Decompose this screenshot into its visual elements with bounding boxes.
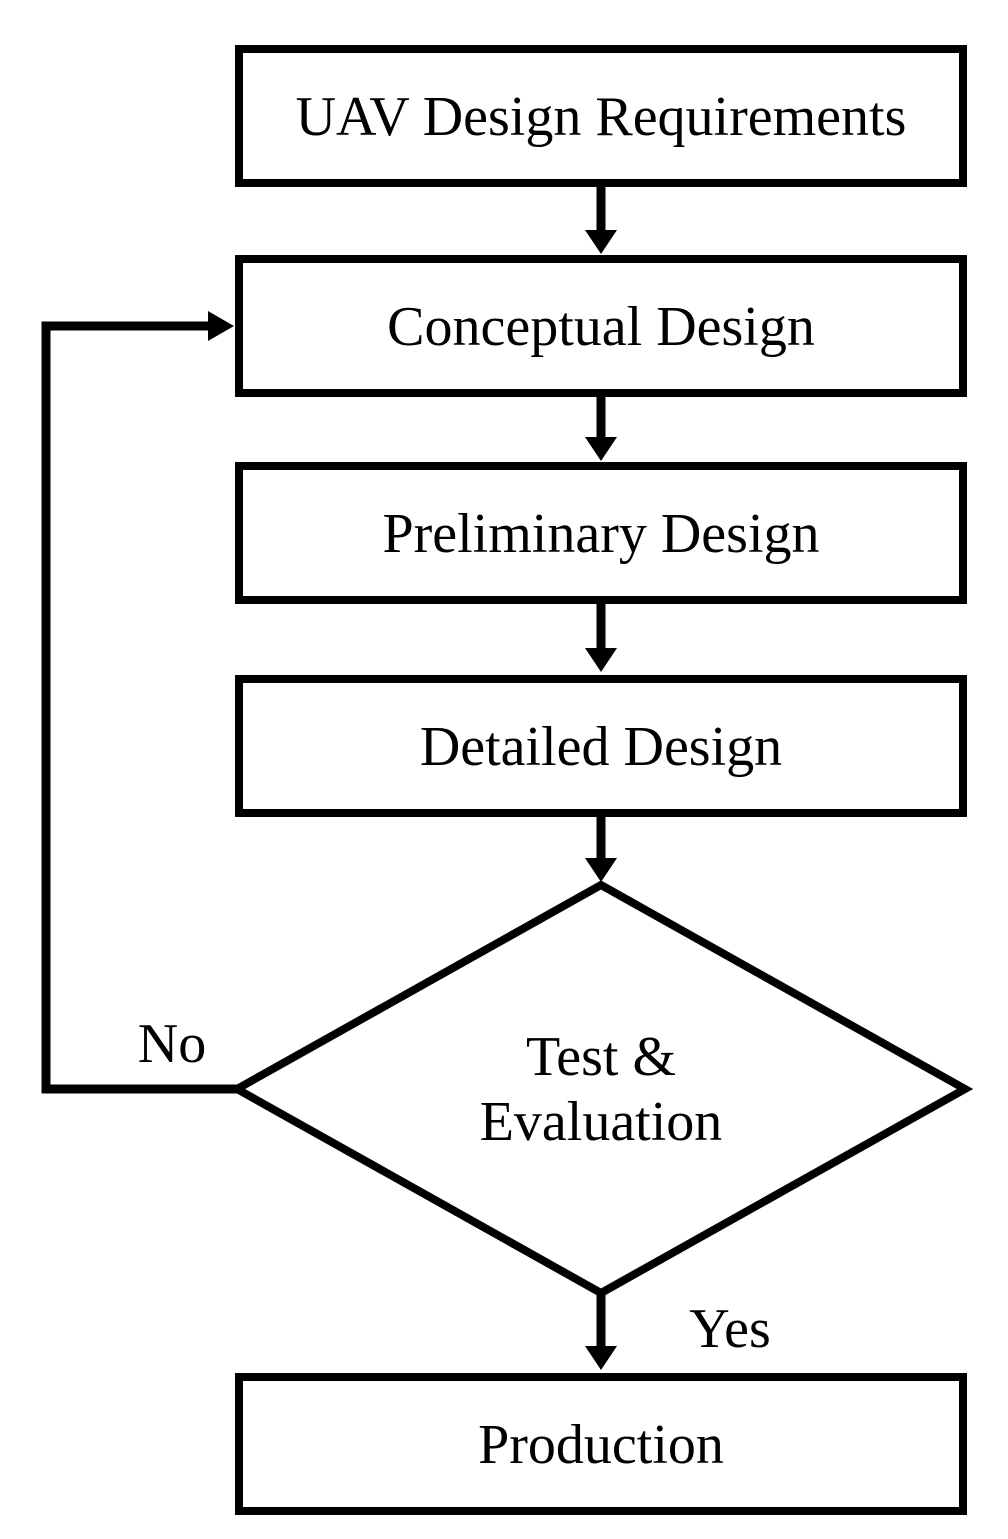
arrow-detailed-to-decision xyxy=(585,813,617,882)
no-loop-line xyxy=(41,321,241,1094)
production-box xyxy=(235,1373,967,1515)
requirements-label: UAV Design Requirements xyxy=(296,86,907,148)
node-decision-test-evaluation: Test & Evaluation xyxy=(228,880,974,1298)
detailed-label: Detailed Design xyxy=(420,716,782,778)
edge-label-no: No xyxy=(138,1013,206,1075)
node-conceptual-design: Conceptual Design xyxy=(235,255,967,397)
arrowhead-down-icon xyxy=(585,858,617,882)
detailed-box xyxy=(235,675,967,817)
no-loop-arrowhead-icon xyxy=(208,311,234,341)
node-production: Production xyxy=(235,1373,967,1515)
node-uav-design-requirements: UAV Design Requirements xyxy=(235,45,967,187)
edge-no-loop xyxy=(41,311,241,1094)
conceptual-box xyxy=(235,255,967,397)
production-label: Production xyxy=(478,1414,724,1476)
decision-diamond xyxy=(228,880,974,1298)
decision-label-line2: Evaluation xyxy=(480,1091,723,1153)
arrowhead-down-icon xyxy=(585,437,617,461)
arrow-requirements-to-conceptual xyxy=(585,183,617,254)
node-preliminary-design: Preliminary Design xyxy=(235,462,967,604)
conceptual-label: Conceptual Design xyxy=(387,296,815,358)
requirements-box xyxy=(235,45,967,187)
node-detailed-design: Detailed Design xyxy=(235,675,967,817)
decision-label-line1: Test & xyxy=(526,1026,676,1088)
preliminary-box xyxy=(235,462,967,604)
arrowhead-down-icon xyxy=(585,1346,617,1370)
arrow-conceptual-to-preliminary xyxy=(585,393,617,461)
preliminary-label: Preliminary Design xyxy=(382,503,819,565)
arrow-preliminary-to-detailed xyxy=(585,600,617,672)
arrowhead-down-icon xyxy=(585,230,617,254)
arrow-decision-to-production xyxy=(585,1289,617,1370)
edge-label-yes: Yes xyxy=(689,1298,770,1360)
arrowhead-down-icon xyxy=(585,648,617,672)
